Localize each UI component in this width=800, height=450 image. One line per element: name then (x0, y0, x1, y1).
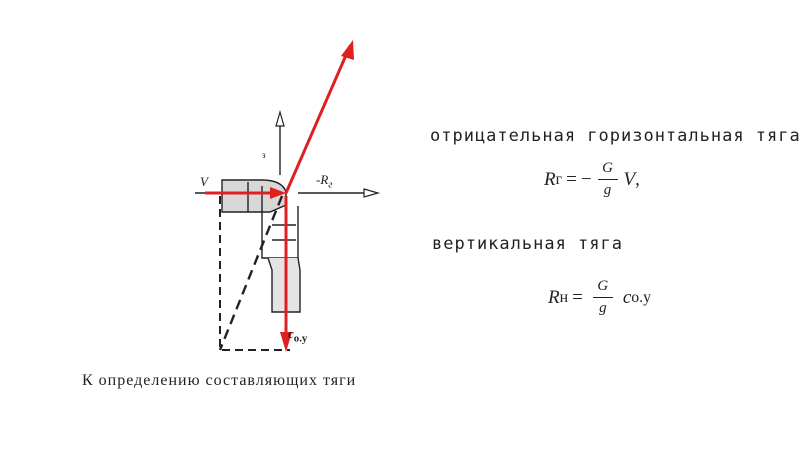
formula-var: V (623, 168, 636, 190)
up-arrowhead (275, 109, 285, 127)
rg-arrowhead (363, 188, 381, 198)
casing-lines (272, 224, 296, 241)
formula-lhs: R (544, 168, 556, 190)
diagram-caption: К определению составляющих тяги (82, 372, 357, 389)
dashed-rectangle (219, 196, 290, 351)
force-vectors (205, 40, 354, 352)
formula2-den: g (599, 300, 607, 316)
formula-fraction: G g (597, 160, 618, 199)
vertical-heading: вертикальная тяга (432, 234, 623, 254)
red-horizontal-arrowhead (270, 187, 286, 199)
formula2-fraction: G g (592, 278, 613, 317)
horizontal-heading: отрицательная горизонтальная тяга (430, 126, 800, 146)
label-v: V (200, 174, 208, 189)
red-resultant-arrow (284, 45, 352, 194)
formula2-lhs-sub: н (559, 288, 569, 306)
formula2-eq: = (572, 286, 583, 308)
formula2-var-sub: о.у (631, 288, 652, 306)
red-resultant-arrowhead (341, 40, 354, 60)
formula2-lhs: R (548, 286, 560, 308)
formula-den: g (603, 182, 612, 198)
formula2-var: c (622, 286, 632, 308)
formula-sign: − (580, 168, 592, 190)
formula-eq: = (566, 168, 577, 190)
red-vertical-arrowhead (280, 332, 292, 352)
formula2-num: G (597, 278, 609, 294)
inlet-ribs (247, 182, 263, 212)
label-rg: -Rг (316, 172, 333, 191)
label-small: з (262, 150, 266, 160)
formula-lhs-sub: г (555, 170, 563, 188)
nozzle (267, 257, 301, 313)
label-c: cо.у (288, 326, 308, 345)
formula-tail: , (635, 168, 640, 190)
formula-num: G (602, 160, 613, 176)
dashed-resultant (218, 195, 284, 351)
